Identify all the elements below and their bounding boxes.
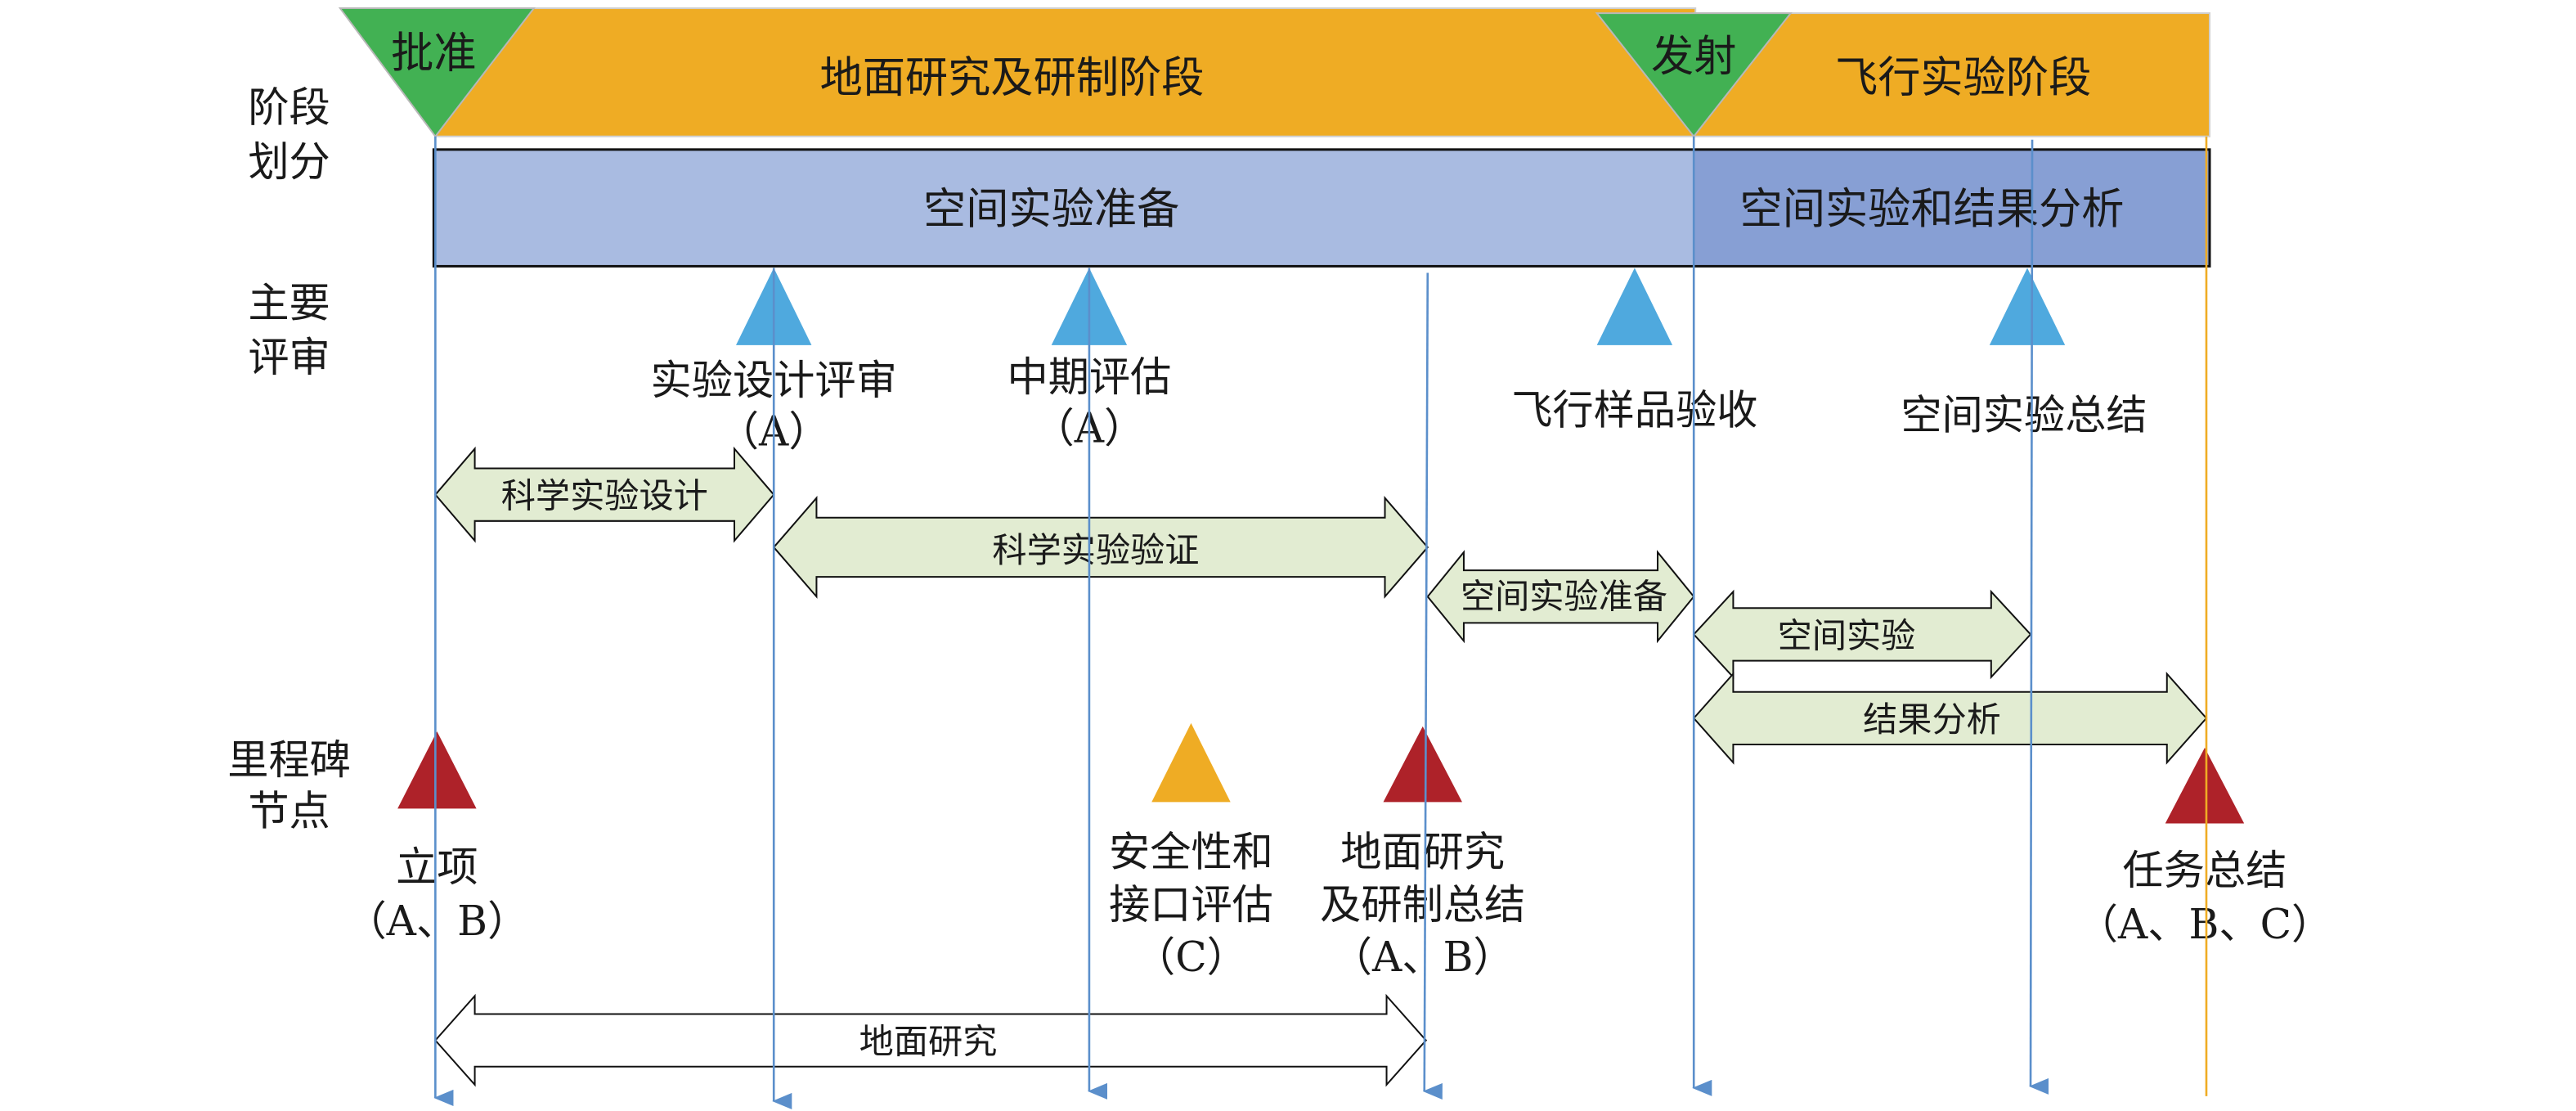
- timeline-ground-summary: [1422, 272, 1443, 1100]
- milestone-label-safety-grade: （C）: [1134, 933, 1248, 981]
- launch-gate-triangle: [1595, 12, 1793, 138]
- row-label-review-line2: 评审: [248, 333, 330, 381]
- row-label-review: 主要 评审: [248, 279, 330, 381]
- review-label-space-summary: 空间实验总结: [1901, 390, 2147, 439]
- ground-phase-bar: [434, 7, 1697, 137]
- review-triangle-space-summary: [1989, 268, 2066, 345]
- activity-arrow-science-verification: [772, 495, 1429, 599]
- row-label-review-line1: 主要: [248, 279, 330, 327]
- approval-gate-triangle: [338, 7, 536, 138]
- activity-arrow-space-experiment-label: 空间实验: [1778, 615, 1916, 655]
- activity-arrow-science-verification-label: 科学实验验证: [992, 530, 1199, 570]
- flight-phase-label: 飞行实验阶段: [1835, 53, 2091, 102]
- milestone-label-initiation-grade: （A、B）: [345, 897, 528, 945]
- milestone-triangle-initiation: [397, 731, 477, 809]
- row-label-milestone: 里程碑 节点: [227, 735, 351, 834]
- row-label-phase-line2: 划分: [248, 137, 330, 186]
- review-triangle-sample-acceptance: [1596, 268, 1673, 345]
- milestone-label-mission-summary: 任务总结: [2123, 846, 2287, 894]
- milestone-label-ground-summary-grade: （A、B）: [1331, 933, 1515, 981]
- space-prep-bar: [433, 149, 1694, 267]
- row-label-milestone-line1: 里程碑: [227, 735, 351, 784]
- activity-arrow-result-analysis-label: 结果分析: [1863, 699, 2001, 740]
- ground-phase-label: 地面研究及研制阶段: [820, 53, 1205, 102]
- launch-gate-label: 发射: [1651, 32, 1736, 81]
- activity-arrow-ground-research-label: 地面研究: [859, 1022, 998, 1062]
- row-label-milestone-line2: 节点: [248, 786, 330, 834]
- milestone-label-ground-summary-2: 及研制总结: [1320, 880, 1525, 929]
- row-label-phase-line1: 阶段: [248, 83, 330, 132]
- row-label-phase: 阶段 划分: [248, 83, 330, 186]
- milestone-triangle-mission-summary: [2165, 748, 2245, 824]
- activity-arrow-science-design-label: 科学实验设计: [501, 476, 708, 516]
- flight-phase-bar: [1693, 12, 2211, 137]
- milestone-label-initiation: 立项: [396, 843, 478, 891]
- review-label-sample-acceptance: 飞行样品验收: [1511, 385, 1757, 434]
- space-exp-analysis-label: 空间实验和结果分析: [1740, 185, 2125, 234]
- timeline-space-summary: [2029, 139, 2049, 1095]
- milestone-triangle-ground-summary: [1383, 726, 1462, 803]
- space-exp-bar: [1694, 149, 2210, 267]
- experiment-bar-outline: [432, 148, 2211, 268]
- space-prep-label: 空间实验准备: [923, 185, 1179, 234]
- activity-arrow-ground-research: [434, 993, 1428, 1087]
- approval-gate-label: 批准: [391, 29, 476, 78]
- milestone-triangle-safety: [1151, 722, 1231, 803]
- milestone-label-safety-1: 安全性和: [1109, 828, 1273, 876]
- milestone-label-safety-2: 接口评估: [1109, 880, 1273, 929]
- milestone-label-ground-summary-1: 地面研究: [1340, 828, 1505, 876]
- activity-arrow-space-prep-label: 空间实验准备: [1461, 576, 1667, 616]
- milestone-label-mission-summary-grade: （A、B、C）: [2077, 900, 2332, 948]
